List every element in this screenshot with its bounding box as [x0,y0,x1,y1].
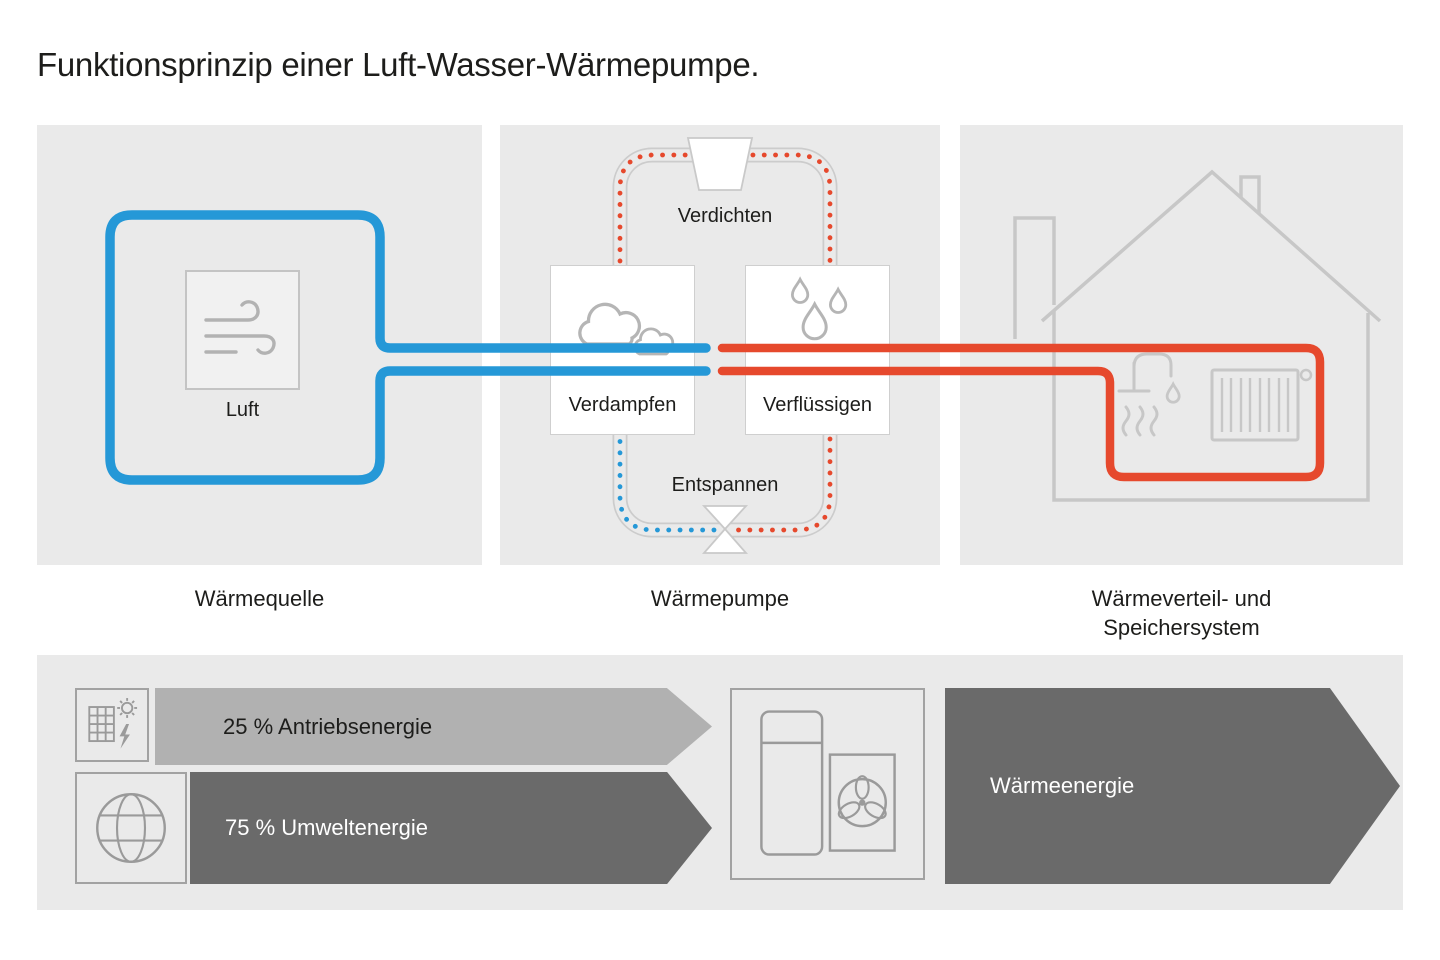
drive-energy-label: 25 % Antriebsenergie [223,713,433,739]
heat-pump-unit-box [730,688,925,880]
expansion-valve-icon [701,505,749,554]
solar-panel-sun-bolt-icon [88,698,138,749]
air-label: Luft [225,399,260,421]
panel-heat-source: Luft [37,125,482,565]
compress-label: Verdichten [677,205,773,227]
heat-pump-unit-fan-icon [760,710,896,856]
steam-clouds-icon [577,302,674,356]
air-source-box [185,270,300,390]
condenser-box: Verflüssigen [745,265,890,435]
panel-heat-pump: Verdichten Verdampfen [500,125,940,565]
wind-icon [204,300,276,355]
environment-energy-label: 75 % Umweltenergie [225,815,428,840]
compressor-icon [686,137,754,191]
drive-energy-arrow: 25 % Antriebsenergie [155,688,712,765]
caption-heat-source: Wärmequelle [194,586,325,611]
caption-distribution: Wärmeverteil- und Speichersystem [1091,586,1272,641]
water-drops-icon [790,276,847,341]
tap-icon [1117,352,1181,437]
heat-energy-arrow: Wärmeenergie [945,688,1400,884]
radiator-icon [1210,368,1313,442]
evaporator-box: Verdampfen [550,265,695,435]
house-icon [1013,169,1382,502]
environment-energy-box [75,772,187,884]
caption-heat-pump: Wärmepumpe [650,586,790,611]
condense-label: Verflüssigen [763,394,872,416]
heat-energy-label: Wärmeenergie [990,773,1135,798]
hot-dotted-line-bottom [733,436,833,533]
drive-energy-box [75,688,149,762]
fan-icon [837,775,887,820]
page-title: Funktionsprinzip einer Luft-Wasser-Wärme… [37,46,760,83]
globe-icon [96,793,166,863]
panel-distribution [960,125,1403,565]
panel-energy-flow: 25 % Antriebsenergie 75 % Umweltenergie [37,655,1403,910]
evaporate-label: Verdampfen [568,394,677,416]
cold-dotted-line [617,436,717,533]
expand-label: Entspannen [671,474,779,496]
environment-energy-arrow: 75 % Umweltenergie [190,772,712,884]
